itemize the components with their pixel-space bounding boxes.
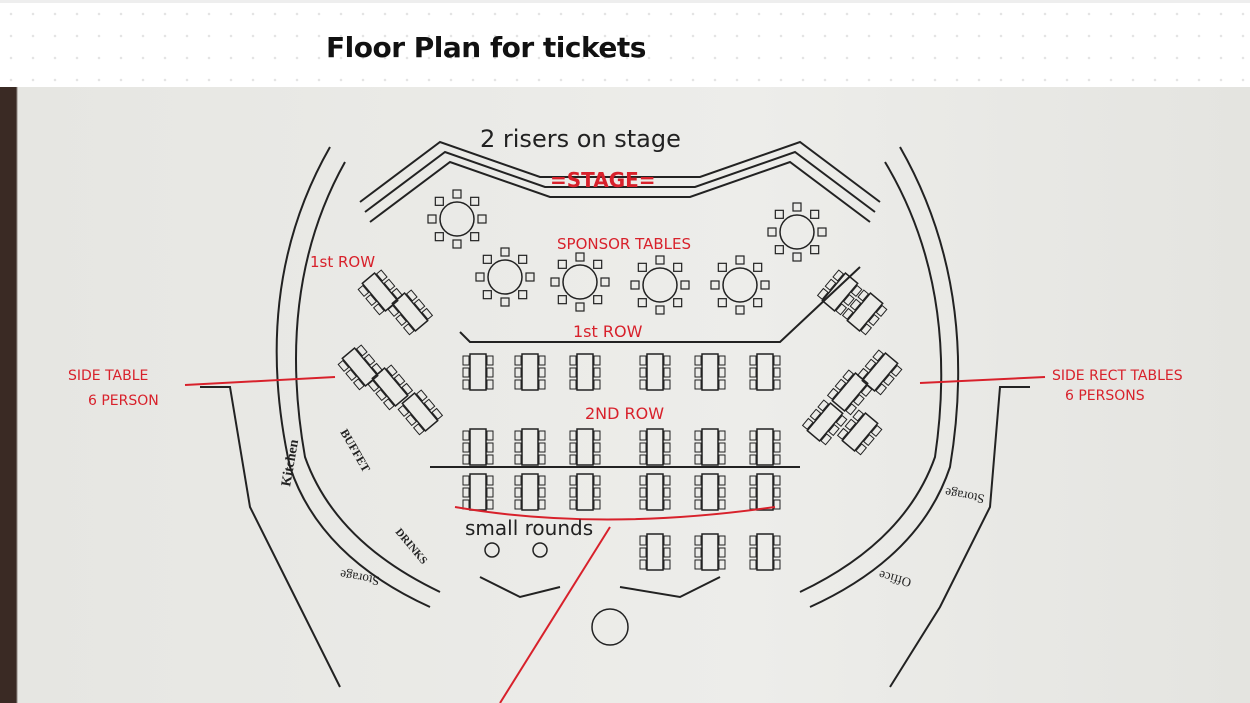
- rect-table: [514, 428, 546, 466]
- rect-table: [639, 428, 671, 466]
- round-table: [710, 255, 770, 315]
- floor-plan-photo: [0, 87, 1250, 703]
- small-rounds-label: small rounds: [465, 516, 593, 540]
- round-table: [427, 189, 487, 249]
- side-table-right-label: SIDE RECT TABLES: [1052, 368, 1183, 384]
- rect-table: [397, 389, 444, 436]
- rect-table: [639, 353, 671, 391]
- rect-table: [639, 473, 671, 511]
- fountain: [591, 608, 629, 646]
- page-title: Floor Plan for tickets: [326, 31, 646, 64]
- rect-table: [816, 269, 863, 316]
- rect-table: [569, 428, 601, 466]
- rect-table: [514, 473, 546, 511]
- stage-note: 2 risers on stage: [480, 125, 681, 153]
- rect-table: [462, 353, 494, 391]
- stage-label: =STAGE=: [550, 168, 656, 192]
- side-table-left-label: SIDE TABLE: [68, 368, 148, 384]
- rect-table: [749, 353, 781, 391]
- second-row-label: 2ND ROW: [585, 404, 664, 423]
- rect-table: [856, 349, 903, 396]
- first-row-center-label: 1st ROW: [573, 322, 643, 341]
- sponsor-tables-label: SPONSOR TABLES: [557, 235, 691, 253]
- rect-table: [749, 533, 781, 571]
- header: Floor Plan for tickets: [0, 0, 1250, 87]
- round-table: [550, 252, 610, 312]
- first-row-left-label: 1st ROW: [310, 253, 375, 271]
- storage-left-label: Storage: [339, 567, 381, 589]
- arrow-left: [184, 376, 336, 386]
- rect-table: [367, 364, 414, 411]
- office-label: Office: [877, 568, 913, 591]
- rect-table: [826, 369, 873, 416]
- arrow-right: [919, 376, 1046, 384]
- arrow-bottom: [499, 526, 611, 703]
- round-table: [475, 247, 535, 307]
- rect-table: [749, 428, 781, 466]
- rect-table: [462, 428, 494, 466]
- venue-walls: [200, 140, 1030, 688]
- buffet-label: BUFFET: [337, 427, 373, 475]
- rect-table: [694, 473, 726, 511]
- rect-table: [387, 289, 434, 336]
- rect-table: [694, 533, 726, 571]
- drinks-label: DRINKS: [393, 526, 430, 566]
- rect-tables: [337, 269, 903, 571]
- side-table-left-capacity: 6 PERSON: [88, 393, 159, 409]
- side-table-right-capacity: 6 PERSONS: [1065, 388, 1145, 404]
- round-table: [630, 255, 690, 315]
- rect-table: [569, 473, 601, 511]
- rect-table: [337, 344, 384, 391]
- small-round-table: [484, 542, 500, 558]
- sponsor-tables: [427, 189, 827, 315]
- floor-plan-diagram: 2 risers on stage =STAGE= SPONSOR TABLES…: [68, 125, 1183, 703]
- rect-table: [801, 399, 848, 446]
- rect-table: [841, 289, 888, 336]
- rect-table: [836, 409, 883, 456]
- rect-table: [694, 428, 726, 466]
- rect-table: [749, 473, 781, 511]
- rect-table: [639, 533, 671, 571]
- storage-right-label: Storage: [944, 485, 986, 507]
- rect-table: [694, 353, 726, 391]
- rect-table: [462, 473, 494, 511]
- round-table: [767, 202, 827, 262]
- kitchen-label: Kitchen: [279, 438, 302, 488]
- small-round-table: [532, 542, 548, 558]
- rect-table: [569, 353, 601, 391]
- rect-table: [514, 353, 546, 391]
- small-rounds-bracket: [454, 506, 776, 521]
